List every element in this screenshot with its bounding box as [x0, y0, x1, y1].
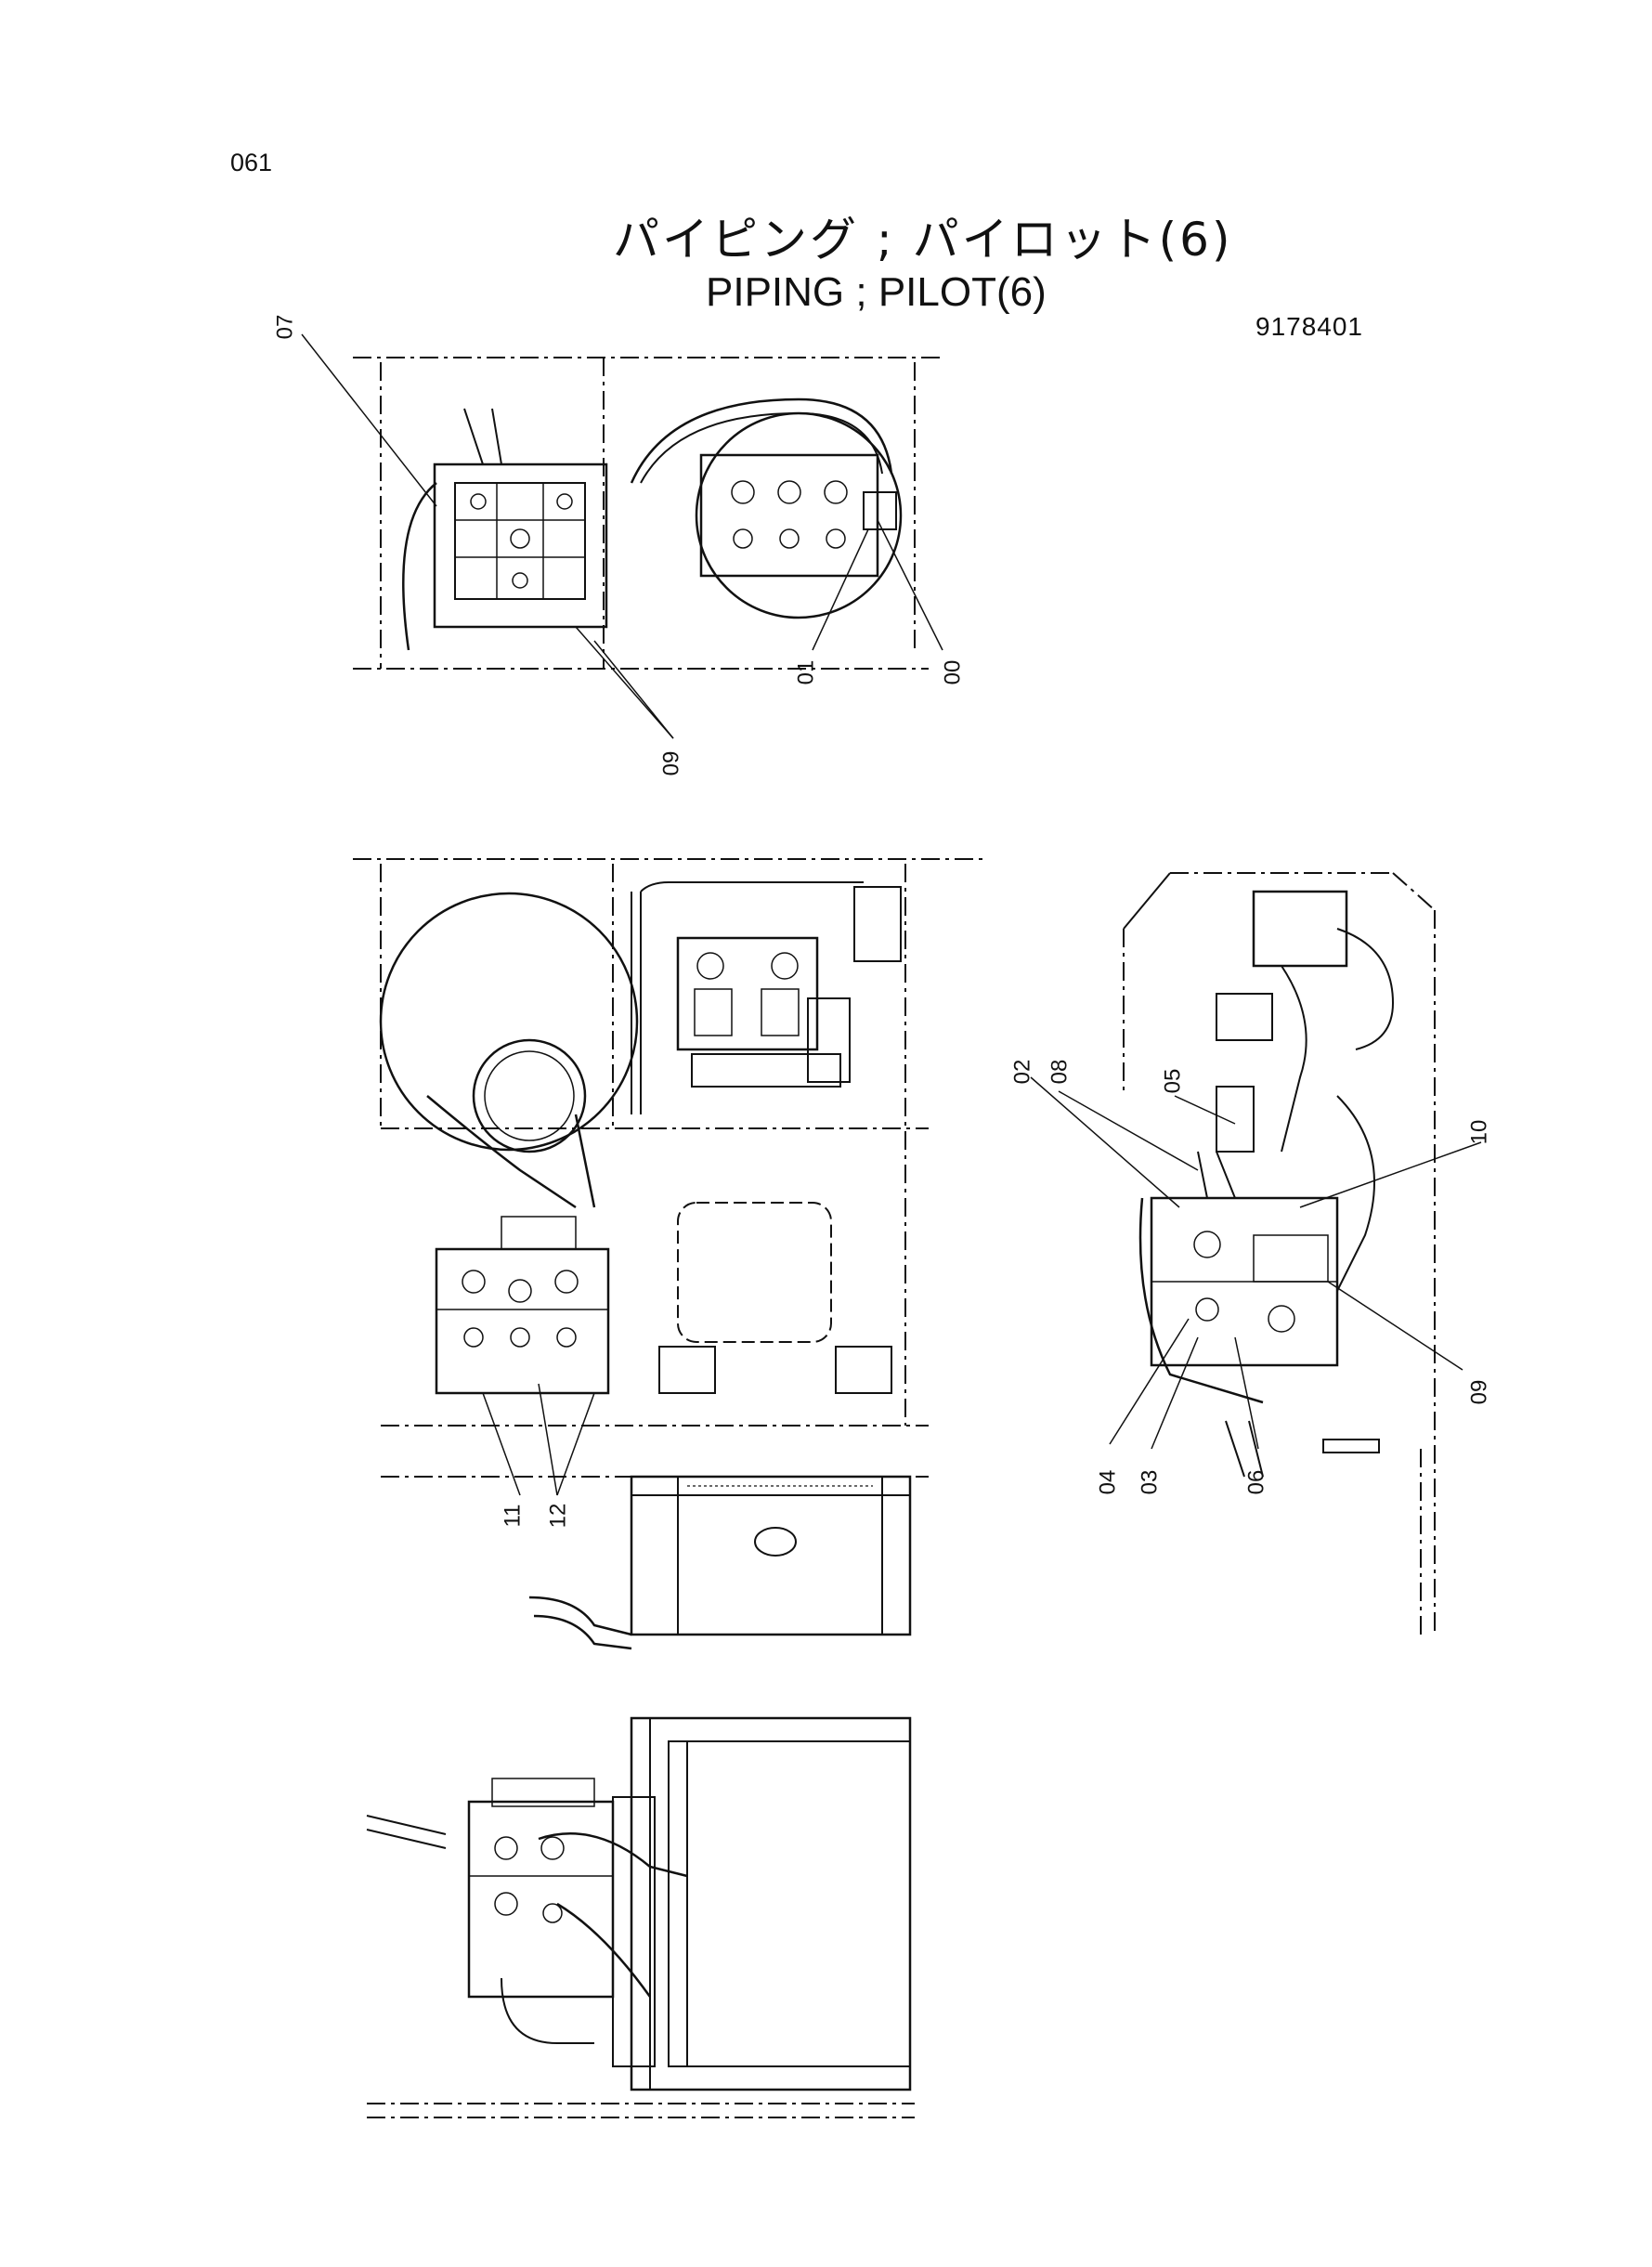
top-view [353, 357, 943, 670]
radiator-bottom [630, 1716, 912, 2091]
leader-lines [301, 333, 1482, 1496]
access-cover [677, 1202, 832, 1343]
pump-valve-top [699, 453, 879, 578]
callout-10: 10 [1466, 1119, 1492, 1145]
callout-11: 11 [500, 1504, 526, 1528]
middle-left-view [353, 858, 984, 1650]
callout-07: 07 [272, 314, 298, 340]
callout-01: 01 [793, 659, 819, 685]
swing-ring-top [695, 411, 903, 619]
radiator-mid [630, 1475, 912, 1636]
callout-02: 02 [1009, 1059, 1035, 1085]
callout-06: 06 [1243, 1469, 1269, 1495]
middle-right-view [1123, 872, 1436, 1635]
callout-04: 04 [1095, 1469, 1121, 1495]
callout-08: 08 [1047, 1059, 1073, 1085]
drawing-reference-number: 9178401 [1255, 312, 1364, 341]
callout-00: 00 [940, 659, 966, 685]
callout-05: 05 [1160, 1068, 1186, 1094]
callout-03: 03 [1137, 1469, 1163, 1495]
callout-12: 12 [545, 1503, 571, 1529]
bottom-view [366, 1716, 915, 2118]
control-valve-bottom [467, 1800, 615, 1999]
callout-09-right: 09 [1466, 1379, 1492, 1405]
fuel-tank-circle [379, 892, 639, 1152]
page-number: 061 [230, 149, 273, 176]
page-title-japanese: パイピング ; パイロット(6) [613, 213, 1233, 267]
callout-09-top: 09 [658, 750, 684, 776]
pump-assembly-mid [676, 936, 819, 1051]
control-valve-top [433, 463, 608, 629]
page-title-english: PIPING ; PILOT(6) [706, 269, 1047, 315]
control-valve-mid [435, 1247, 610, 1395]
